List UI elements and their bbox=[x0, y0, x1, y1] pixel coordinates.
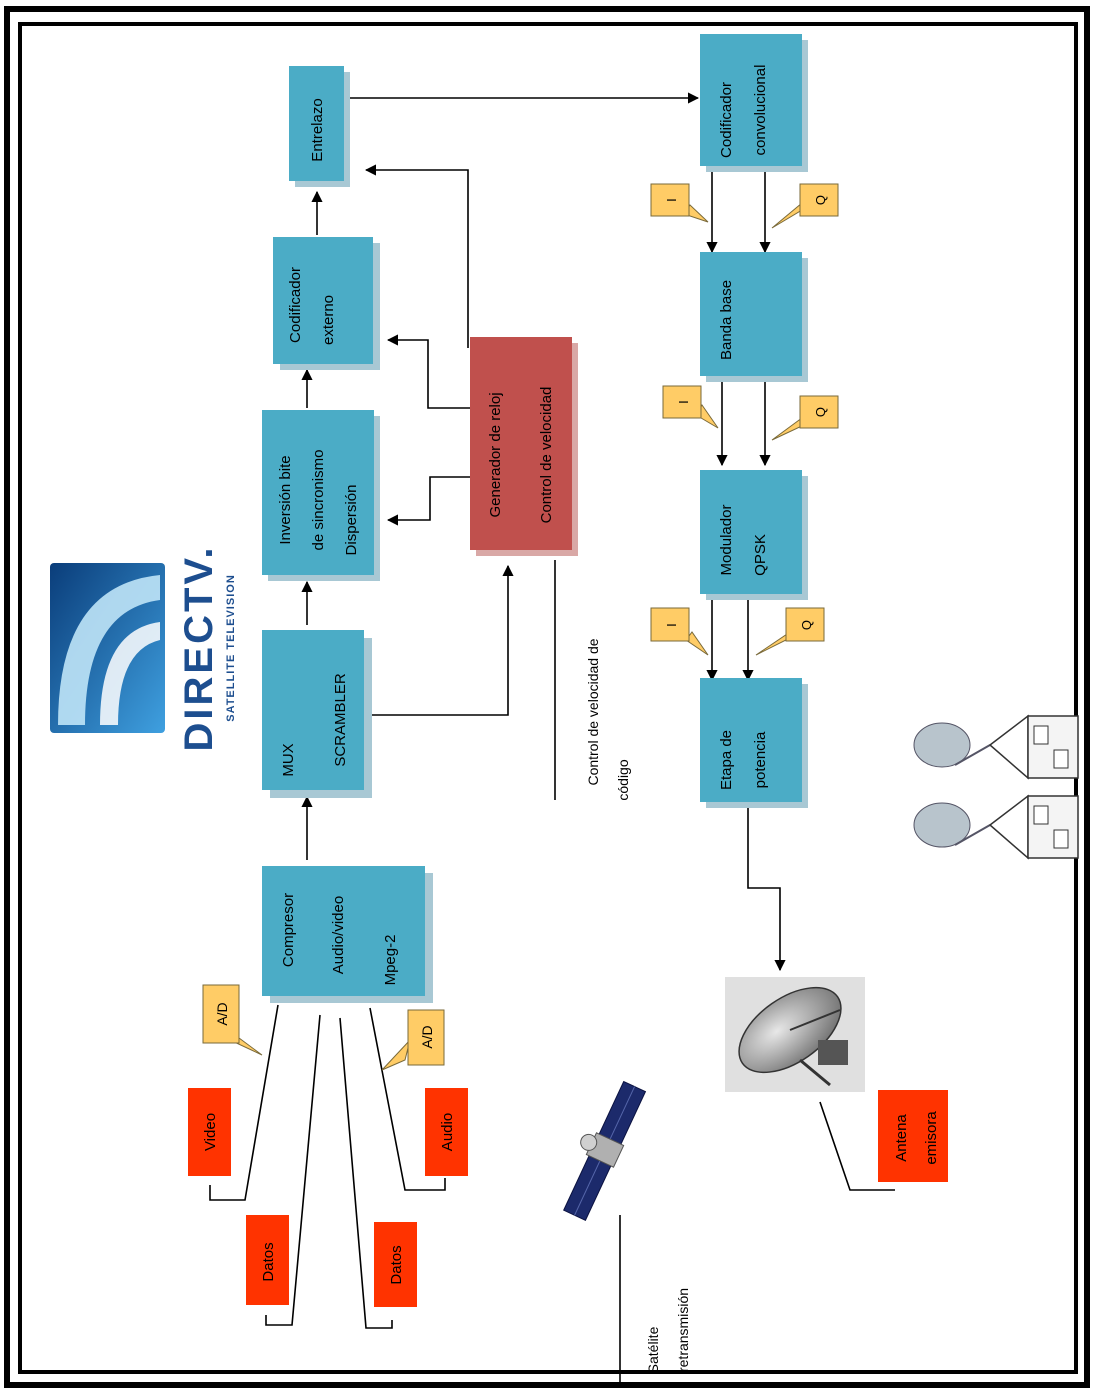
compressor-line-1: Compresor bbox=[280, 893, 297, 967]
outer-coder-line-2: externo bbox=[320, 295, 337, 345]
block-compressor: Compresor Audio/video Mpeg-2 bbox=[262, 866, 433, 1003]
antenna-label-line-1: Antena bbox=[893, 1114, 910, 1162]
baseband-line-1: Banda base bbox=[718, 280, 735, 360]
power-line-2: potencia bbox=[752, 731, 769, 788]
dish-antenna-icon bbox=[724, 971, 865, 1092]
inversion-line-3: Dispersión bbox=[343, 485, 360, 556]
source-datos1-label: Datos bbox=[260, 1242, 277, 1281]
source-datos-1: Datos bbox=[246, 1215, 289, 1305]
callout-i-3: I bbox=[651, 608, 708, 655]
arrow-mux-to-clock bbox=[365, 566, 508, 715]
inversion-line-1: Inversión bite bbox=[277, 455, 294, 544]
block-baseband: Banda base bbox=[700, 252, 808, 382]
antenna-label-line-2: emisora bbox=[923, 1111, 940, 1165]
directv-globe-icon bbox=[50, 563, 165, 733]
code-rate-annotation: Control de velocidad de código bbox=[585, 638, 631, 800]
source-datos-2: Datos bbox=[374, 1222, 417, 1307]
callout-i-2-label: I bbox=[676, 400, 691, 404]
callout-i-1: I bbox=[651, 184, 708, 222]
compressor-line-3: Mpeg-2 bbox=[382, 935, 399, 986]
inversion-line-2: de sincronismo bbox=[310, 450, 327, 551]
callout-q-1: Q bbox=[772, 184, 838, 228]
source-audio-label: Audio bbox=[439, 1113, 456, 1151]
block-mux: MUX SCRAMBLER bbox=[262, 630, 372, 798]
power-line-1: Etapa de bbox=[718, 730, 735, 790]
block-conv-coder: Codificador convolucional bbox=[700, 34, 808, 172]
callout-ad-bottom: A/D bbox=[382, 1010, 444, 1070]
directv-logo: DIRECTV. SATELLITE TELEVISION bbox=[50, 544, 237, 751]
callout-q-2: Q bbox=[772, 396, 838, 440]
conv-coder-line-2: convolucional bbox=[752, 65, 769, 156]
arrow-clock-to-inversion bbox=[388, 477, 470, 520]
block-power-stage: Etapa de potencia bbox=[700, 678, 808, 808]
outer-coder-line-1: Codificador bbox=[287, 267, 304, 343]
modulator-line-1: Modulador bbox=[718, 505, 735, 576]
satellite-line-2: retransmisión bbox=[675, 1288, 691, 1372]
arrow-clock-to-outer-coder bbox=[388, 340, 470, 408]
callout-q-1-label: Q bbox=[813, 195, 828, 205]
callout-i-1-label: I bbox=[664, 198, 679, 202]
compressor-line-2: Audio/video bbox=[330, 896, 347, 974]
receiver-house-2 bbox=[914, 796, 1078, 858]
block-clock-generator: Generador de reloj Control de velocidad bbox=[470, 337, 578, 556]
arrow-clock-to-interleave bbox=[366, 170, 468, 348]
receiver-house-1 bbox=[914, 716, 1078, 778]
conv-coder-line-1: Codificador bbox=[718, 82, 735, 158]
source-video: Video bbox=[188, 1088, 231, 1176]
callout-q-3: Q bbox=[756, 608, 824, 655]
code-rate-line-1: Control de velocidad de bbox=[585, 638, 601, 785]
satellite-icon bbox=[551, 1076, 648, 1222]
callout-i-3-label: I bbox=[664, 623, 679, 627]
callout-q-3-label: Q bbox=[799, 620, 814, 630]
satellite-annotation: Satélite retransmisión bbox=[645, 1288, 691, 1373]
block-inversion: Inversión bite de sincronismo Dispersión bbox=[262, 410, 380, 581]
interleave-line-1: Entrelazo bbox=[309, 98, 326, 161]
mux-line-2: SCRAMBLER bbox=[332, 673, 349, 767]
callout-i-2: I bbox=[663, 386, 718, 428]
callout-ad-top: A/D bbox=[203, 985, 262, 1055]
code-rate-line-2: código bbox=[615, 759, 631, 800]
block-interleave: Entrelazo bbox=[289, 66, 350, 187]
clock-line-1: Generador de reloj bbox=[487, 392, 504, 517]
directv-wordmark: DIRECTV. bbox=[177, 544, 221, 751]
source-datos2-label: Datos bbox=[388, 1245, 405, 1284]
modulator-line-2: QPSK bbox=[752, 534, 769, 576]
source-audio: Audio bbox=[425, 1088, 468, 1176]
directv-tagline: SATELLITE TELEVISION bbox=[225, 574, 237, 722]
callout-ad-top-label: A/D bbox=[214, 1002, 230, 1025]
satellite-line-1: Satélite bbox=[645, 1326, 661, 1373]
source-antenna-label: Antena emisora bbox=[878, 1090, 948, 1182]
callout-ad-bottom-label: A/D bbox=[419, 1025, 435, 1048]
house-dish-icon bbox=[914, 716, 1078, 858]
mux-line-1: MUX bbox=[280, 743, 297, 776]
callout-q-2-label: Q bbox=[813, 407, 828, 417]
block-outer-coder: Codificador externo bbox=[273, 237, 380, 370]
block-modulator: Modulador QPSK bbox=[700, 470, 808, 600]
arrow-power-to-antenna bbox=[748, 808, 780, 970]
clock-line-2: Control de velocidad bbox=[538, 387, 555, 524]
source-video-label: Video bbox=[202, 1113, 219, 1151]
